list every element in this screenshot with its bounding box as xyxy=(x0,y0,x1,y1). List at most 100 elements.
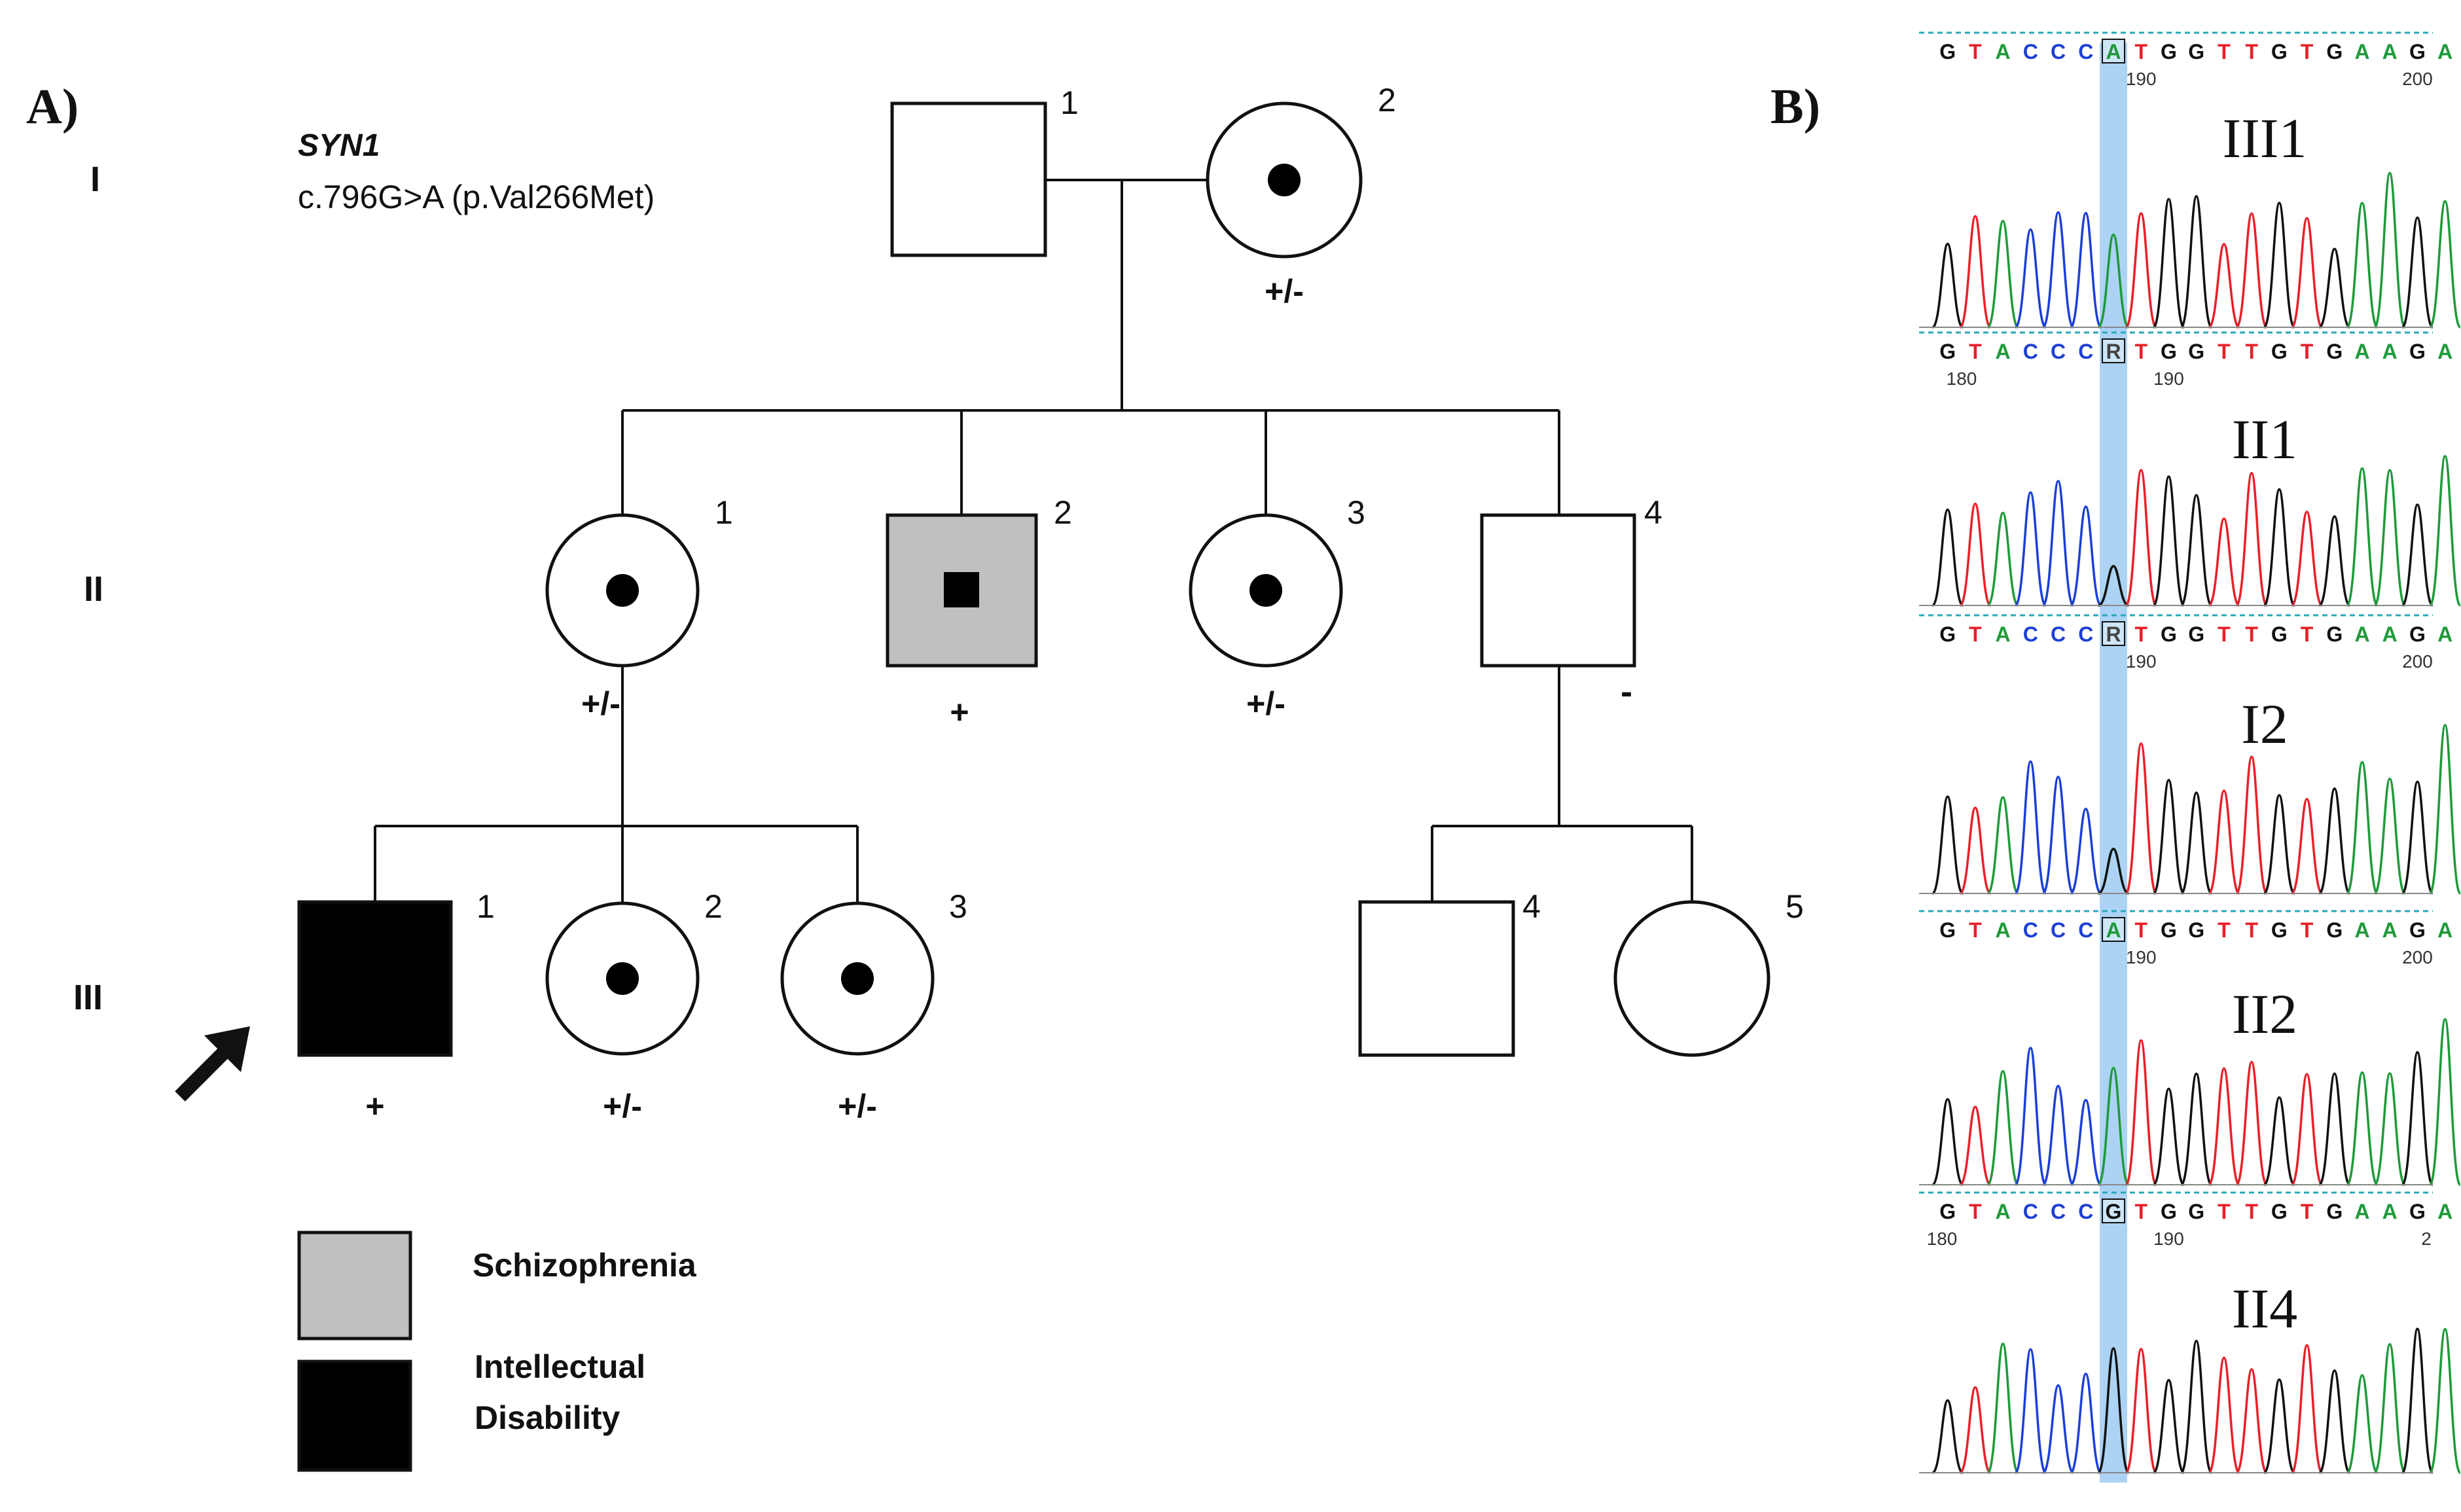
position-tick-label: 190 xyxy=(2126,69,2157,89)
individual-I2: 2 +/- xyxy=(1206,82,1396,310)
base-letter: T xyxy=(2218,622,2231,646)
base-letter: T xyxy=(1969,340,1982,363)
genotype-label: + xyxy=(365,1088,384,1125)
peak-G xyxy=(2263,1096,2296,1186)
base-letter: T xyxy=(2301,622,2314,646)
base-letter: A xyxy=(2382,918,2398,942)
peak-A xyxy=(2428,1018,2461,1186)
base-letter: A xyxy=(2354,1200,2369,1223)
position-tick-label: 180 xyxy=(1947,369,1977,389)
peak-G xyxy=(2401,216,2434,329)
position-tick-label: 200 xyxy=(2402,651,2433,672)
position-tick-label: 180 xyxy=(1927,1229,1958,1249)
base-letter: G xyxy=(2409,918,2426,942)
base-letter: C xyxy=(2051,918,2066,942)
variant-position-highlight xyxy=(2100,43,2127,1483)
carrier-dot xyxy=(606,574,639,607)
peak-G xyxy=(2318,1072,2351,1186)
peak-A xyxy=(2346,202,2379,329)
peak-T xyxy=(2290,1073,2324,1186)
peak-G xyxy=(2180,494,2213,607)
peak-G xyxy=(1931,1098,1964,1186)
base-letter: G xyxy=(2161,340,2177,363)
base-letter: A xyxy=(2437,1200,2452,1223)
base-letter: T xyxy=(2245,340,2258,363)
base-letter: C xyxy=(2078,40,2093,63)
base-letter: T xyxy=(2301,918,2314,942)
peak-C xyxy=(2014,760,2047,895)
base-letter: A xyxy=(1996,340,2011,363)
base-letter: T xyxy=(2245,918,2258,942)
base-letter: A xyxy=(2437,622,2452,646)
peak-T xyxy=(1958,1386,1992,1474)
peak-G xyxy=(2318,515,2351,607)
individual-III3: 3 +/- xyxy=(780,888,967,1125)
individual-III2: 2 +/- xyxy=(545,888,723,1125)
base-letter: G xyxy=(2326,622,2343,646)
male-symbol xyxy=(890,101,1047,257)
peak-C xyxy=(2041,776,2075,895)
individual-number: 2 xyxy=(1054,494,1072,531)
peak-A xyxy=(2373,171,2407,329)
base-letter: C xyxy=(2051,622,2066,646)
base-letter: G xyxy=(2326,1200,2343,1223)
base-letter: T xyxy=(2218,1200,2231,1223)
peak-G xyxy=(1931,795,1964,895)
base-letter: C xyxy=(2078,1200,2093,1223)
female-symbol xyxy=(1613,900,1770,1057)
peak-T xyxy=(2125,742,2158,895)
panel-a: A) SYN1 c.796G>A (p.Val266Met) I II III xyxy=(26,79,1804,1472)
base-letter: A xyxy=(2354,918,2369,942)
individual-II2: 2 + xyxy=(886,494,1072,730)
individual-number: 3 xyxy=(1347,494,1365,531)
peak-T xyxy=(2125,469,2158,607)
peak-A xyxy=(2428,200,2461,329)
peak-T xyxy=(2290,798,2324,895)
carrier-dot xyxy=(1249,574,1282,607)
peak-T xyxy=(2235,212,2269,329)
individual-III4: 4 xyxy=(1358,888,1541,1057)
genotype-label: +/- xyxy=(1265,273,1304,310)
variant-call-box xyxy=(2102,1198,2125,1223)
base-letter: T xyxy=(2218,918,2231,942)
affected-schizophrenia-male-symbol xyxy=(886,513,1038,668)
base-letter: C xyxy=(2023,1200,2038,1223)
sample-label: II4 xyxy=(2232,1277,2297,1340)
base-letter: G xyxy=(2161,622,2177,646)
base-letter: T xyxy=(1969,622,1982,646)
individual-number: 4 xyxy=(1644,494,1662,531)
base-letter: G xyxy=(2409,340,2426,363)
individual-number: 1 xyxy=(1060,84,1079,121)
base-letter: G xyxy=(2188,1200,2204,1223)
legend-label-intellectual: Intellectual xyxy=(475,1348,645,1385)
peak-G xyxy=(2180,791,2213,895)
peak-A xyxy=(1986,511,2020,607)
base-letter: G xyxy=(1939,1200,1956,1223)
peak-G xyxy=(2401,1051,2434,1186)
peak-T xyxy=(1958,502,1992,607)
peak-G xyxy=(2318,787,2351,895)
base-letter: G xyxy=(2326,40,2343,63)
peak-C xyxy=(2069,211,2102,329)
peak-G xyxy=(2097,848,2130,895)
base-letter: G xyxy=(2271,622,2288,646)
peak-A xyxy=(2346,1071,2379,1186)
genotype-label: +/- xyxy=(603,1088,642,1125)
peak-T xyxy=(2290,511,2324,607)
legend-label-disability: Disability xyxy=(475,1399,620,1436)
peak-G xyxy=(2152,779,2185,895)
peak-T xyxy=(1958,806,1992,895)
base-letter: G xyxy=(2271,340,2288,363)
base-letter: G xyxy=(2326,918,2343,942)
peak-G xyxy=(2152,1378,2185,1474)
base-letter: R xyxy=(2106,340,2121,363)
base-letter: T xyxy=(1969,918,1982,942)
base-letter: A xyxy=(1996,622,2011,646)
peak-G xyxy=(2180,1072,2213,1186)
peak-T xyxy=(2207,789,2240,895)
individual-I1: 1 xyxy=(890,84,1079,257)
